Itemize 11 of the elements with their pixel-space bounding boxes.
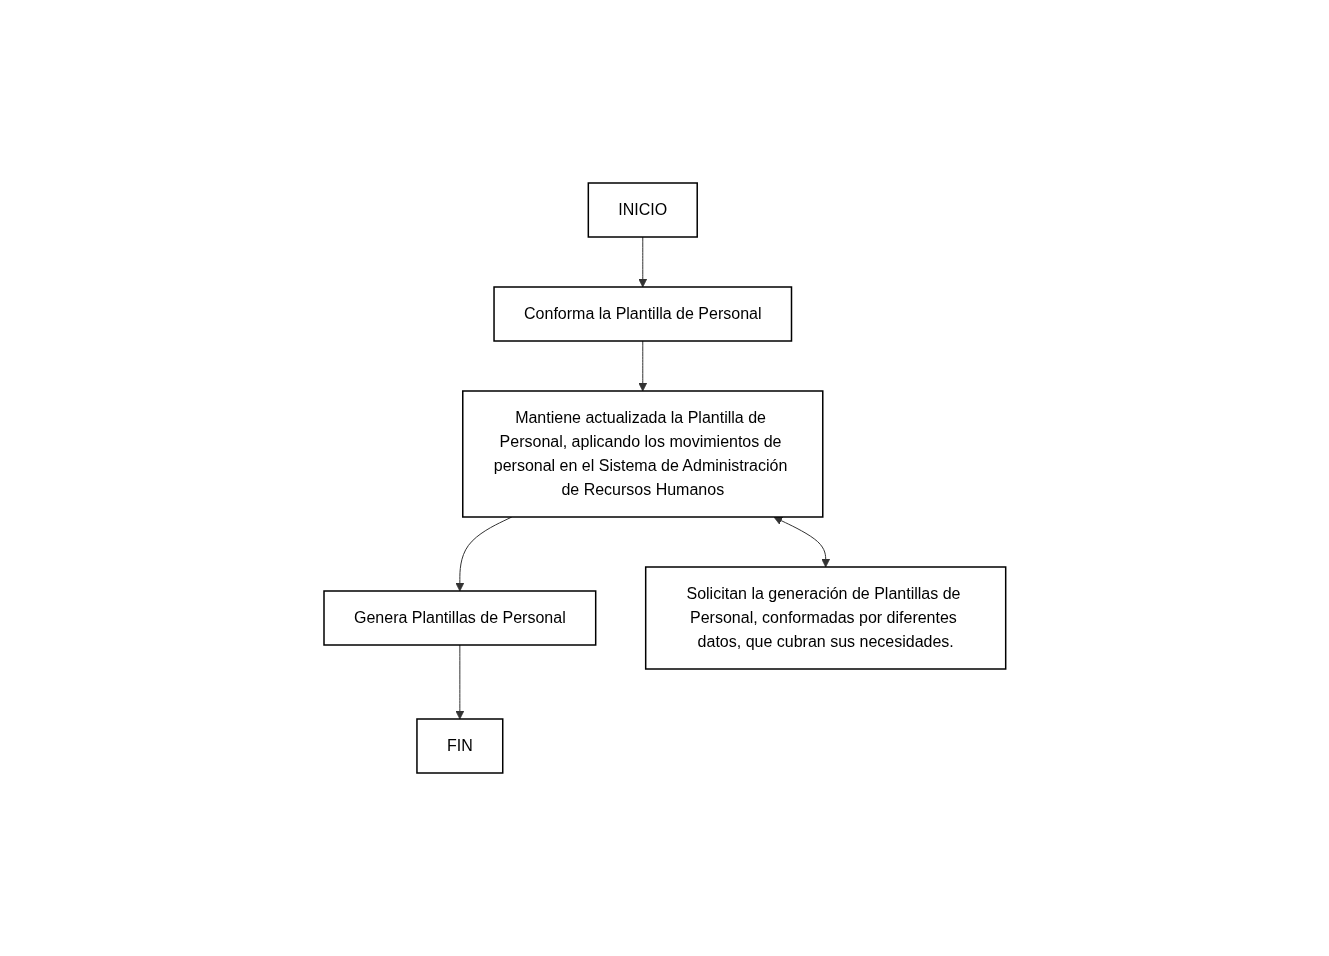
- arrow: [455, 516, 512, 592]
- node-box: INICIO: [587, 182, 698, 238]
- node-box: Genera Plantillas de Personal: [322, 590, 597, 646]
- arrow: [773, 516, 830, 568]
- node-box: Solicitan la generación de Plantillas de Personal, conformadas por diferentes datos, que cubran sus necesidades.: [644, 566, 1007, 670]
- arrow: [638, 236, 647, 288]
- arrow: [455, 644, 464, 720]
- node-box: Mantiene actualizada la Plantilla de Personal, aplicando los movimientos de personal en el Sistema de Administración de Recursos Humanos: [461, 390, 824, 518]
- node-box: Conforma la Plantilla de Personal: [492, 286, 792, 342]
- node-box: FIN: [415, 718, 504, 774]
- arrow: [638, 340, 647, 392]
